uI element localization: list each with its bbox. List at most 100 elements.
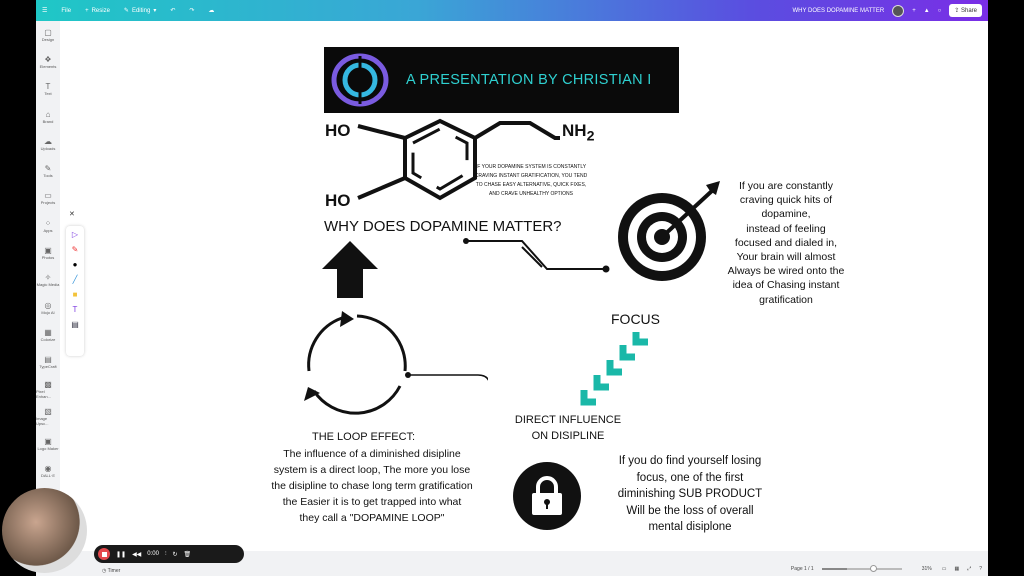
banner-title: A PRESENTATION BY CHRISTIAN I xyxy=(406,72,652,88)
target-line: Always be wired onto the xyxy=(727,265,845,278)
share-button[interactable]: ⇪ Share xyxy=(949,4,982,17)
file-menu[interactable]: File xyxy=(61,7,72,14)
sidebar-item-label: Colorize xyxy=(40,336,56,342)
sidebar-icon: ▣ xyxy=(44,437,52,447)
sidebar-item-image-upsc-[interactable]: ▧Image Upsc... xyxy=(36,403,60,430)
undo-icon[interactable]: ↶ xyxy=(170,8,176,14)
zoom-level[interactable]: 31% xyxy=(921,565,932,572)
sidebar-item-photos[interactable]: ▣Photos xyxy=(36,239,60,266)
editing-dropdown[interactable]: ✎Editing ▾ xyxy=(123,7,157,15)
sidebar-icon: ▤ xyxy=(44,355,52,365)
select-icon[interactable]: ▷ xyxy=(71,230,79,239)
page-indicator[interactable]: Page 1 / 1 xyxy=(790,565,814,572)
sidebar-item-label: Brand xyxy=(42,118,54,124)
sidebar-icon: ▣ xyxy=(44,246,52,256)
timer-button[interactable]: ◷ Timer xyxy=(102,567,121,574)
sidebar-item-label: Uploads xyxy=(40,145,56,151)
sidebar-item-label: Tools xyxy=(43,173,53,179)
rewind-icon[interactable]: ◀◀ xyxy=(132,551,142,558)
slide-canvas[interactable]: A PRESENTATION BY CHRISTIAN I HO HO NH2 … xyxy=(60,21,988,551)
document-title[interactable]: WHY DOES DOPAMINE MATTER xyxy=(792,7,885,14)
sidebar-icon: ⌂ xyxy=(45,109,51,119)
sidebar-item-label: Design xyxy=(41,36,55,42)
sidebar-item-uploads[interactable]: ☁Uploads xyxy=(36,130,60,157)
lock-icon xyxy=(513,462,581,530)
redo-icon[interactable]: ↷ xyxy=(189,8,195,14)
nh2-label: NH2 xyxy=(562,121,594,144)
sidebar-item-pixel-enhan-[interactable]: ▩Pixel Enhan... xyxy=(36,376,60,403)
target-icon xyxy=(618,181,720,281)
loop-connector-line xyxy=(408,374,488,381)
marker-icon[interactable]: ✎ xyxy=(71,245,79,254)
sidebar-item-typecraft[interactable]: ▤TypeCraft xyxy=(36,349,60,376)
sidebar-item-label: Image Upsc... xyxy=(36,416,49,427)
restart-icon[interactable]: ↻ xyxy=(172,551,178,558)
sidebar-item-label: Elements xyxy=(39,63,57,69)
drawing-toolbar: ▷ ✎ ● ╱ ■ T ▤ xyxy=(66,226,84,356)
sidebar-item-magic-media[interactable]: ✧Magic Media xyxy=(36,267,60,294)
sidebar-item-tools[interactable]: ✎Tools xyxy=(36,157,60,184)
sidebar-item-label: Text xyxy=(44,91,52,97)
sidebar-item-label: DALL·E xyxy=(40,473,55,479)
target-line: dopamine, xyxy=(761,208,811,221)
sidebar-item-dall-e[interactable]: ◉DALL·E xyxy=(36,458,60,485)
audio-icon[interactable]: ⫶ xyxy=(164,550,167,557)
help-icon[interactable]: ? xyxy=(979,565,982,572)
table-icon[interactable]: ▤ xyxy=(71,320,79,329)
avatar[interactable] xyxy=(892,4,905,17)
sidebar-item-elements[interactable]: ❖Elements xyxy=(36,48,60,75)
title-banner: A PRESENTATION BY CHRISTIAN I xyxy=(324,47,679,113)
sidebar-item-design[interactable]: ▢Design xyxy=(36,21,60,48)
sidebar-item-projects[interactable]: ▭Projects xyxy=(36,185,60,212)
notes-icon[interactable]: ▭ xyxy=(941,565,947,572)
timer-label: Timer xyxy=(107,567,121,574)
close-tools-icon[interactable]: ✕ xyxy=(69,211,75,218)
sticky-note-icon[interactable]: ■ xyxy=(72,290,78,299)
up-arrow-icon xyxy=(322,241,378,298)
sidebar-item-label: Projects xyxy=(40,200,56,206)
dopamine-molecule xyxy=(357,118,560,201)
menu-icon[interactable]: ☰ xyxy=(42,8,48,14)
sidebar-item-logo-maker[interactable]: ▣Logo Maker xyxy=(36,430,60,457)
note-line: TO CHASE EASY ALTERNATIVE, QUICK FIXES, xyxy=(475,182,587,188)
sidebar-icon: ▦ xyxy=(44,327,52,337)
loop-line: the Easier it is to get trapped into wha… xyxy=(282,496,462,508)
comment-icon[interactable]: ○ xyxy=(937,7,942,14)
text-icon[interactable]: T xyxy=(72,305,78,314)
sidebar-icon: ◎ xyxy=(44,300,52,310)
editing-label: Editing xyxy=(131,7,151,14)
sidebar-item-mojo-ai[interactable]: ◎Mojo AI xyxy=(36,294,60,321)
shape-icon[interactable]: ● xyxy=(72,260,78,269)
target-line: gratification xyxy=(759,293,813,306)
grid-view-icon[interactable]: ▦ xyxy=(954,565,960,572)
loop-cycle-icon xyxy=(304,311,411,415)
sidebar-item-apps[interactable]: ⁘Apps xyxy=(36,212,60,239)
pause-icon[interactable]: ❚❚ xyxy=(116,551,127,558)
sidebar-item-colorize[interactable]: ▦Colorize xyxy=(36,321,60,348)
canva-editor: ☰ File +Resize ✎Editing ▾ ↶ ↷ ☁ WHY DOES… xyxy=(36,0,988,576)
stop-record-button[interactable] xyxy=(98,548,110,560)
zoom-slider[interactable] xyxy=(821,564,902,572)
target-line: craving quick hits of xyxy=(739,194,833,207)
webcam-bubble[interactable] xyxy=(2,488,87,573)
fullscreen-icon[interactable]: ⤢ xyxy=(967,565,972,572)
top-bar: ☰ File +Resize ✎Editing ▾ ↶ ↷ ☁ WHY DOES… xyxy=(36,0,988,21)
analytics-icon[interactable]: ▲ xyxy=(923,7,930,14)
zoom-slider-thumb[interactable] xyxy=(869,564,877,572)
lock-line: mental disiplone xyxy=(648,521,732,533)
cloud-sync-icon[interactable]: ☁ xyxy=(208,8,215,14)
heading: WHY DOES DOPAMINE MATTER? xyxy=(324,218,562,235)
add-icon[interactable]: + xyxy=(912,7,916,14)
resize-button[interactable]: +Resize xyxy=(85,8,110,14)
sidebar-item-brand[interactable]: ⌂Brand xyxy=(36,103,60,130)
delete-icon[interactable]: 🗑 xyxy=(183,551,192,558)
direct-line: ON DISIPLINE xyxy=(531,430,605,442)
focus-label: FOCUS xyxy=(611,311,660,327)
lock-line: If you do find yourself losing xyxy=(618,455,762,467)
pen-icon[interactable]: ╱ xyxy=(72,275,78,284)
